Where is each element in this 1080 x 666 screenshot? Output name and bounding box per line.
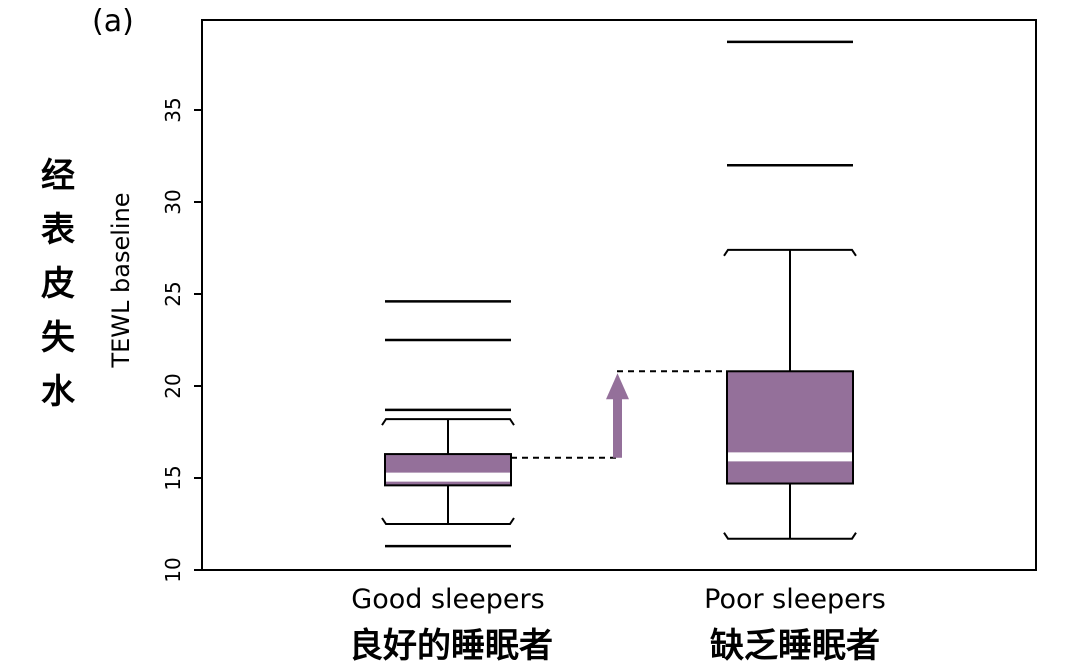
whisker-cap-lower xyxy=(723,532,857,540)
whisker-cap-upper xyxy=(381,418,515,426)
y-tick-label: 25 xyxy=(161,281,185,306)
whisker-cap-upper xyxy=(723,248,857,257)
box-group xyxy=(381,300,515,548)
category-label-poor-cn: 缺乏睡眠者 xyxy=(710,626,880,666)
y-tick-label: 15 xyxy=(161,465,185,490)
y-axis-label-cn: 经表皮失水 xyxy=(41,156,76,412)
y-tick-label: 30 xyxy=(161,189,185,214)
y-axis-label-cn-char: 皮 xyxy=(41,264,75,304)
arrow-head xyxy=(606,373,629,400)
box-iqr xyxy=(726,370,854,485)
y-tick-label: 35 xyxy=(161,97,185,122)
box-groups xyxy=(381,40,857,548)
y-axis-label-cn-char: 失 xyxy=(41,318,76,358)
category-label-poor: Poor sleepers xyxy=(704,584,886,615)
y-tick-label: 10 xyxy=(161,557,185,582)
y-axis-label: TEWL baseline xyxy=(107,192,135,368)
box-group xyxy=(723,40,857,540)
y-axis-label-cn-char: 经 xyxy=(41,156,75,196)
plot-frame xyxy=(201,19,1037,571)
increase-annotation xyxy=(511,370,727,459)
y-axis-label-cn-char: 水 xyxy=(41,372,76,412)
category-label-good: Good sleepers xyxy=(351,584,544,615)
whisker-cap-lower xyxy=(381,517,515,525)
y-axis: 10 15 20 25 30 35 xyxy=(161,97,202,583)
category-label-good-cn: 良好的睡眠者 xyxy=(349,626,553,666)
y-axis-label-cn-char: 表 xyxy=(41,210,75,250)
panel-label: (a) xyxy=(92,4,134,39)
y-tick-label: 20 xyxy=(161,373,185,398)
arrow-shaft xyxy=(613,397,622,458)
